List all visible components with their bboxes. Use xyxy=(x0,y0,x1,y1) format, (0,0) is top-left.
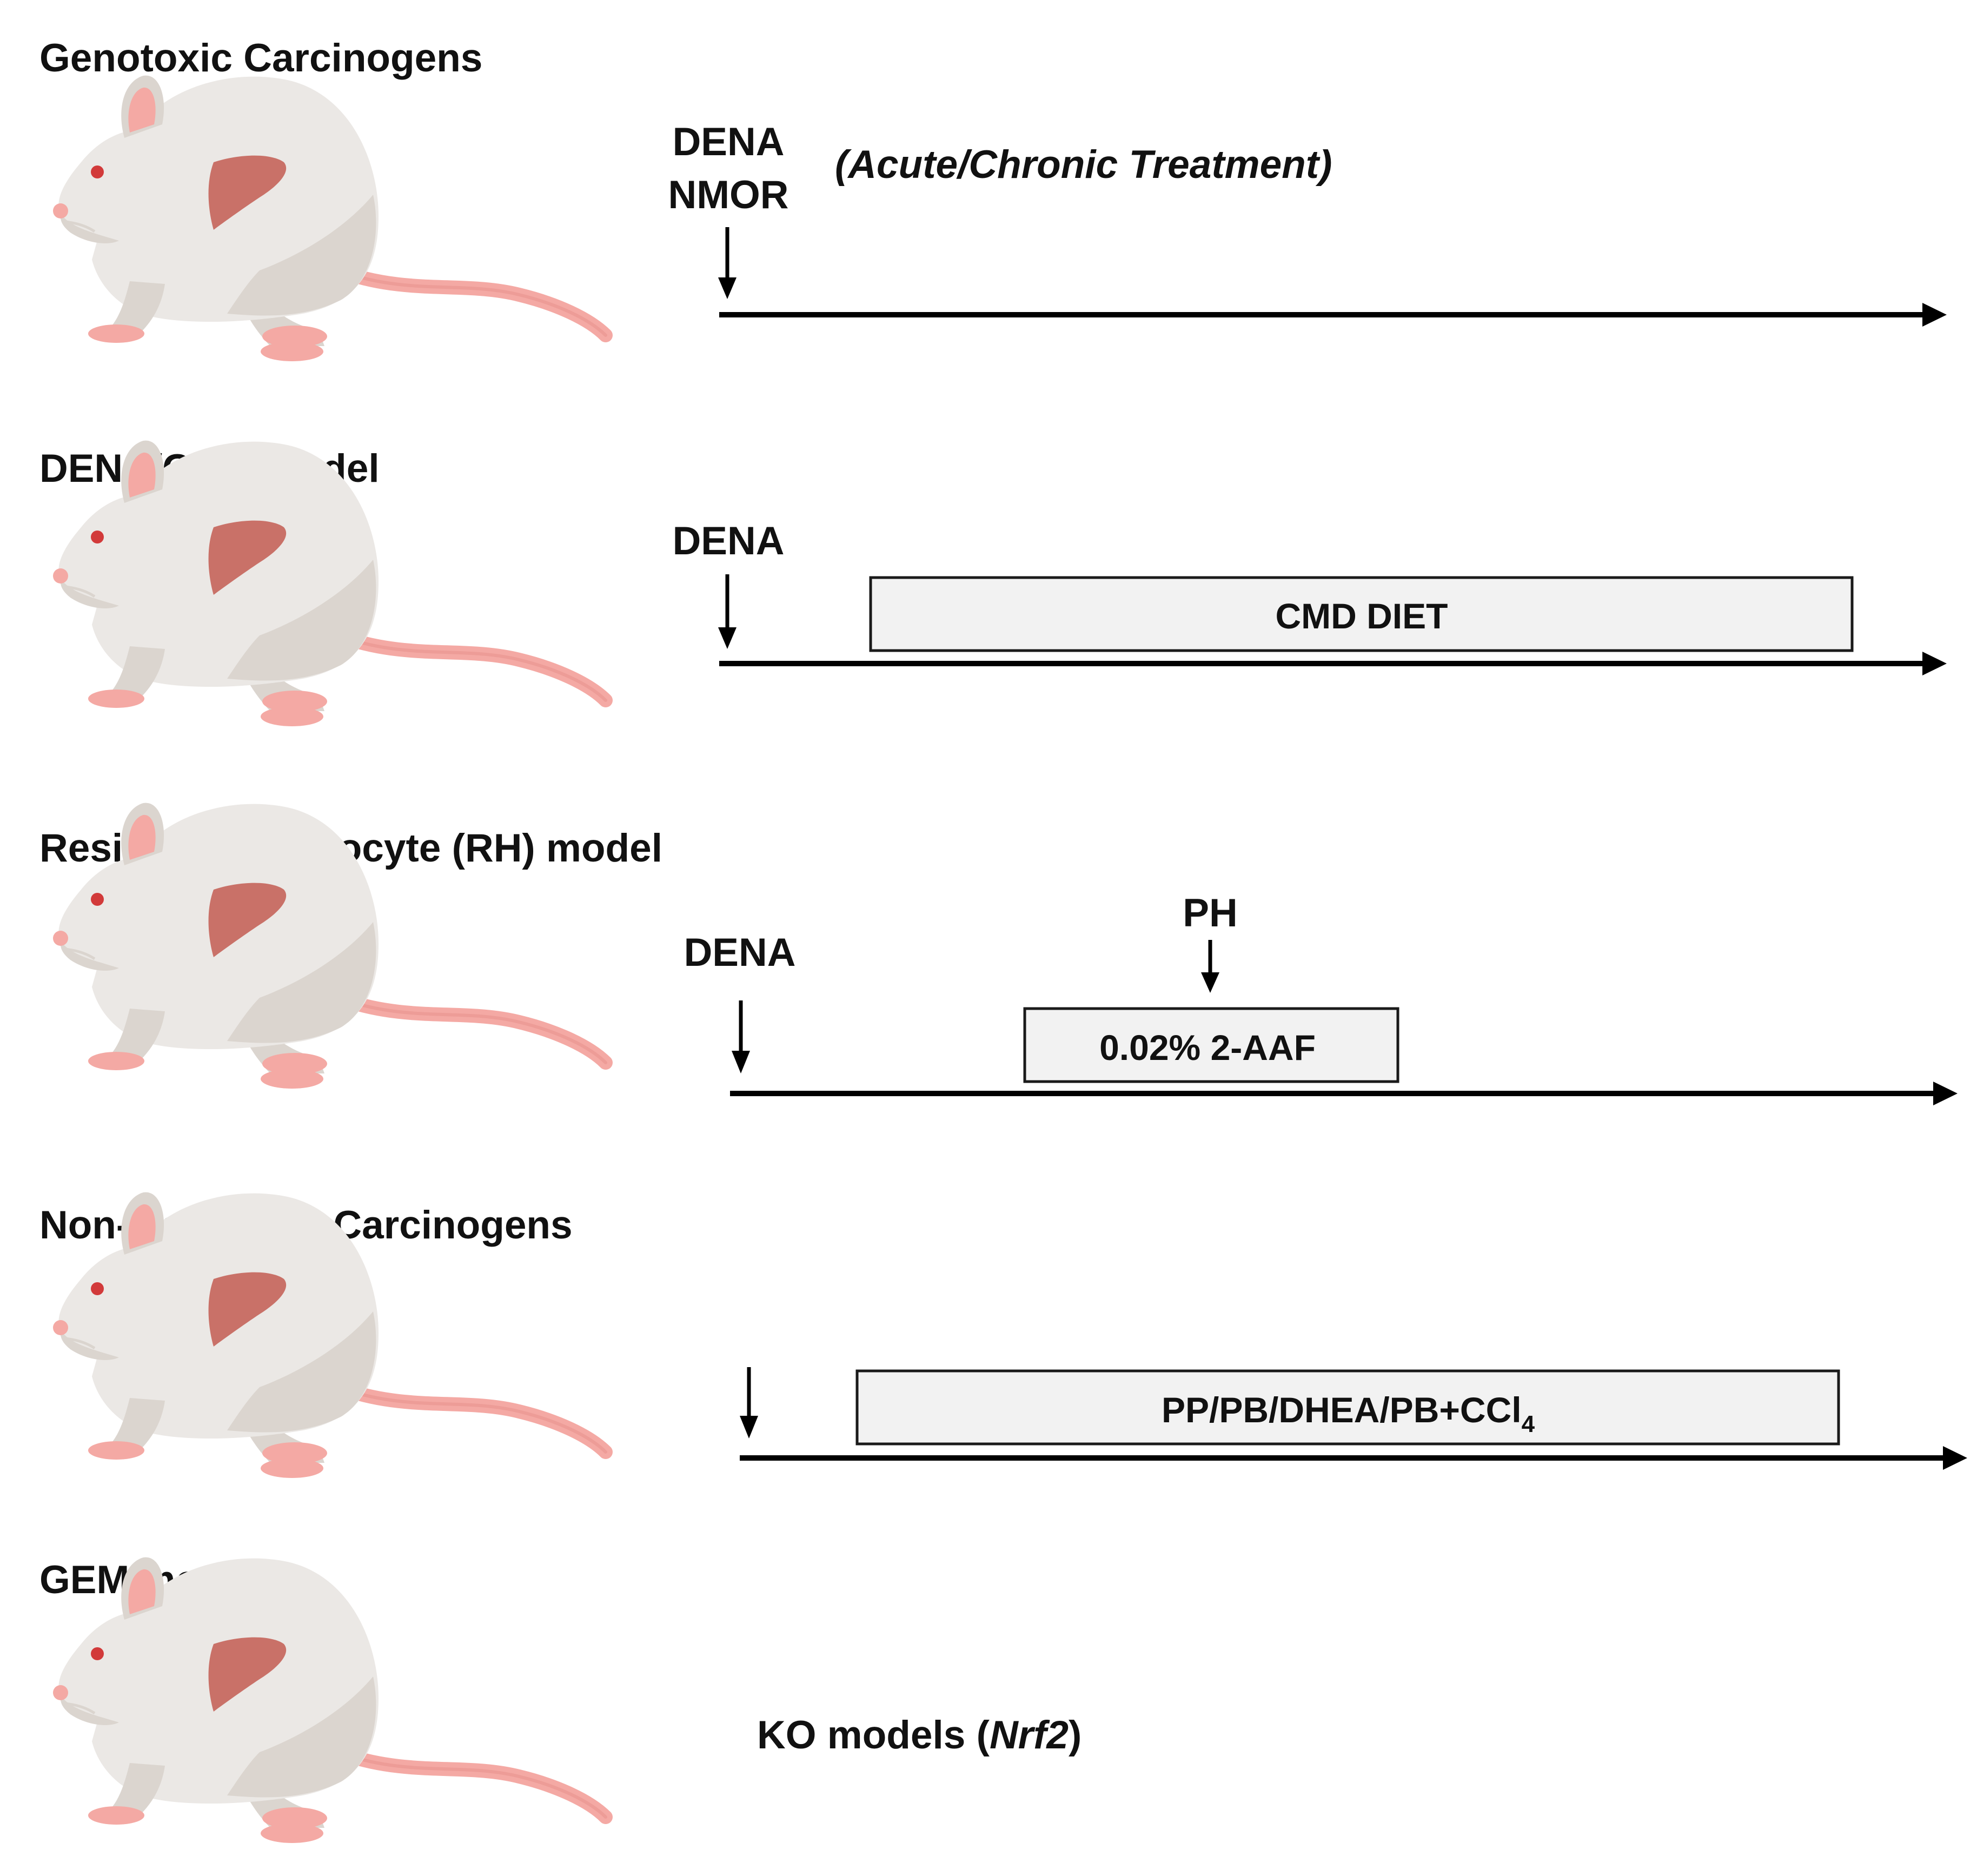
ko-models-label: KO models (Nrf2) xyxy=(757,1713,1082,1757)
down-arrow-icon xyxy=(718,574,737,649)
treatment-note: (Acute/Chronic Treatment) xyxy=(835,143,1332,187)
rat-with-liver-icon xyxy=(53,76,606,361)
ph-label: PH xyxy=(1183,891,1237,935)
model-genotoxic-carcinogens: Genotoxic Carcinogens DENA NMOR (Acute/C… xyxy=(39,36,1947,361)
rat-with-liver-icon xyxy=(53,1557,606,1843)
treatment-box xyxy=(855,1369,1840,1446)
treatment-box xyxy=(869,576,1854,652)
ko-prefix: KO models ( xyxy=(757,1713,990,1757)
treatment-box-label: CMD DIET xyxy=(1276,596,1448,636)
rat-with-liver-icon xyxy=(53,441,606,726)
dose-label: DENA xyxy=(673,120,785,164)
timeline-arrow-icon xyxy=(740,1446,1967,1470)
model-gem: GEM models KO models (Nrf2) xyxy=(39,1557,1082,1843)
model-non-genotoxic-carcinogens: Non-Genotoxic Carcinogens PP/PB/DHEA/PB+… xyxy=(39,1192,1967,1478)
treatment-box-label: 0.02% 2-AAF xyxy=(1099,1028,1316,1068)
timeline-arrow-icon xyxy=(719,652,1947,675)
down-arrow-icon xyxy=(740,1367,758,1439)
timeline-arrow-icon xyxy=(730,1082,1958,1105)
dose-label: DENA xyxy=(673,519,785,563)
treatment-box-label: PP/PB/DHEA/PB+CCl4 xyxy=(1162,1390,1535,1437)
model-dena-cmd: DENA/CMD model DENA CMD DIET xyxy=(39,441,1947,726)
down-arrow-icon xyxy=(718,227,737,299)
down-arrow-icon xyxy=(732,1000,750,1073)
ko-suffix: ) xyxy=(1069,1713,1082,1757)
timeline-arrow-icon xyxy=(719,303,1947,327)
model-resistant-hepatocyte: Resistant Hepatocyte (RH) model DENA PH … xyxy=(39,803,1958,1105)
treatment-box xyxy=(1023,1007,1399,1083)
section-title: Genotoxic Carcinogens xyxy=(39,36,482,80)
down-arrow-icon xyxy=(1201,940,1219,993)
dose-label: DENA xyxy=(684,931,796,975)
ko-gene: Nrf2 xyxy=(990,1713,1069,1757)
box-label-main: PP/PB/DHEA/PB+CCl xyxy=(1162,1390,1522,1430)
box-label-subscript: 4 xyxy=(1522,1411,1535,1437)
dose-label: NMOR xyxy=(668,173,788,217)
